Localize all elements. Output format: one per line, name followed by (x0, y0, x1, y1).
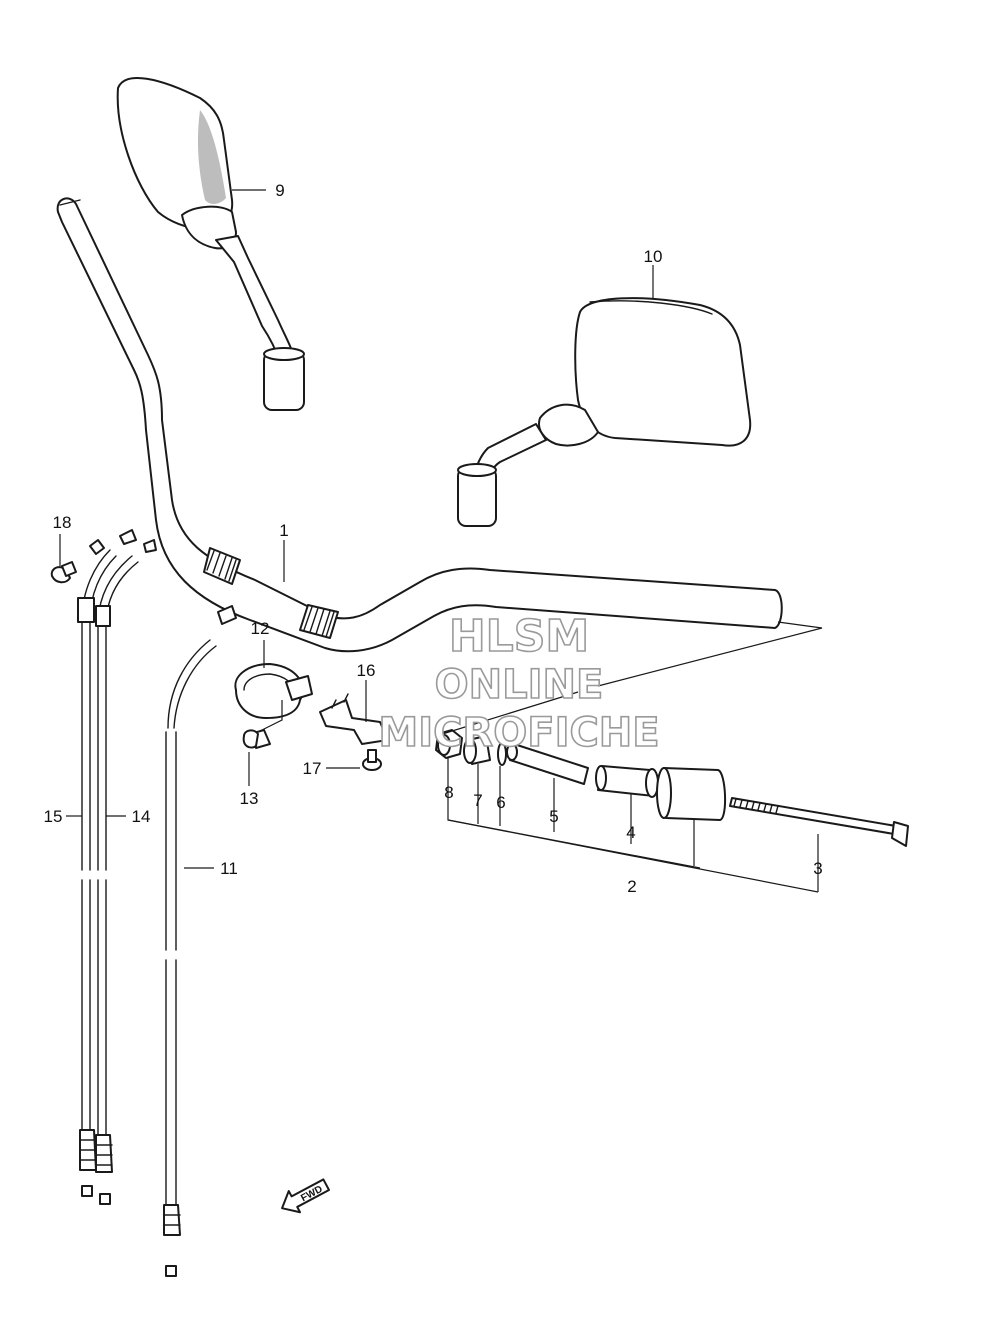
balancer-rubber-tube[interactable] (506, 743, 589, 785)
screw-18[interactable] (50, 561, 77, 584)
knurl-right (299, 604, 339, 639)
callouts: 1 2 3 4 5 6 7 8 9 10 11 12 13 14 15 16 1… (44, 181, 823, 896)
balancer-washer[interactable] (497, 742, 507, 766)
callout-13: 13 (240, 789, 259, 808)
balancer-weight[interactable] (656, 767, 726, 821)
leader-lines (59, 189, 819, 893)
cable-clamp[interactable] (234, 663, 313, 719)
bracket-screw[interactable] (362, 749, 382, 771)
callout-11: 11 (220, 859, 238, 878)
handlebar[interactable] (56, 197, 783, 653)
callout-9: 9 (275, 181, 284, 200)
callout-2: 2 (627, 877, 636, 896)
callout-17: 17 (303, 759, 322, 778)
mirror-right[interactable] (457, 297, 752, 527)
clutch-cable-11[interactable] (163, 605, 237, 1277)
watermark: HLSM ONLINE MICROFICHE (378, 610, 661, 757)
watermark-line-1: HLSM (449, 611, 589, 662)
callout-6: 6 (496, 793, 505, 812)
callout-1: 1 (279, 521, 288, 540)
balancer-nut[interactable] (435, 729, 463, 759)
throttle-cable-14[interactable] (89, 529, 157, 1205)
bracket[interactable] (319, 693, 389, 745)
callout-12: 12 (251, 619, 270, 638)
callout-3: 3 (813, 859, 822, 878)
balancer-bolt[interactable] (729, 797, 909, 847)
callout-8: 8 (444, 783, 453, 802)
watermark-line-2: ONLINE (435, 662, 604, 708)
knurl-left (203, 547, 241, 585)
balancer-inner-weight[interactable] (595, 765, 659, 798)
callout-7: 7 (473, 791, 482, 810)
forward-arrow-label: FWD (299, 1184, 324, 1204)
bar-end-balancer-assembly (435, 729, 909, 847)
balancer-collar[interactable] (463, 735, 491, 765)
clamp-bolt[interactable] (242, 729, 271, 749)
watermark-line-3: MICROFICHE (378, 710, 659, 756)
callout-18: 18 (53, 513, 72, 532)
forward-arrow: FWD (281, 1178, 331, 1214)
assembly-guide-lines (435, 621, 823, 737)
mirror-left[interactable] (116, 76, 305, 411)
callout-5: 5 (549, 807, 558, 826)
callout-4: 4 (626, 823, 635, 842)
callout-10: 10 (644, 247, 663, 266)
throttle-cable-15[interactable] (77, 549, 117, 1197)
callout-16: 16 (357, 661, 376, 680)
callout-15: 15 (44, 807, 63, 826)
callout-14: 14 (132, 807, 151, 826)
